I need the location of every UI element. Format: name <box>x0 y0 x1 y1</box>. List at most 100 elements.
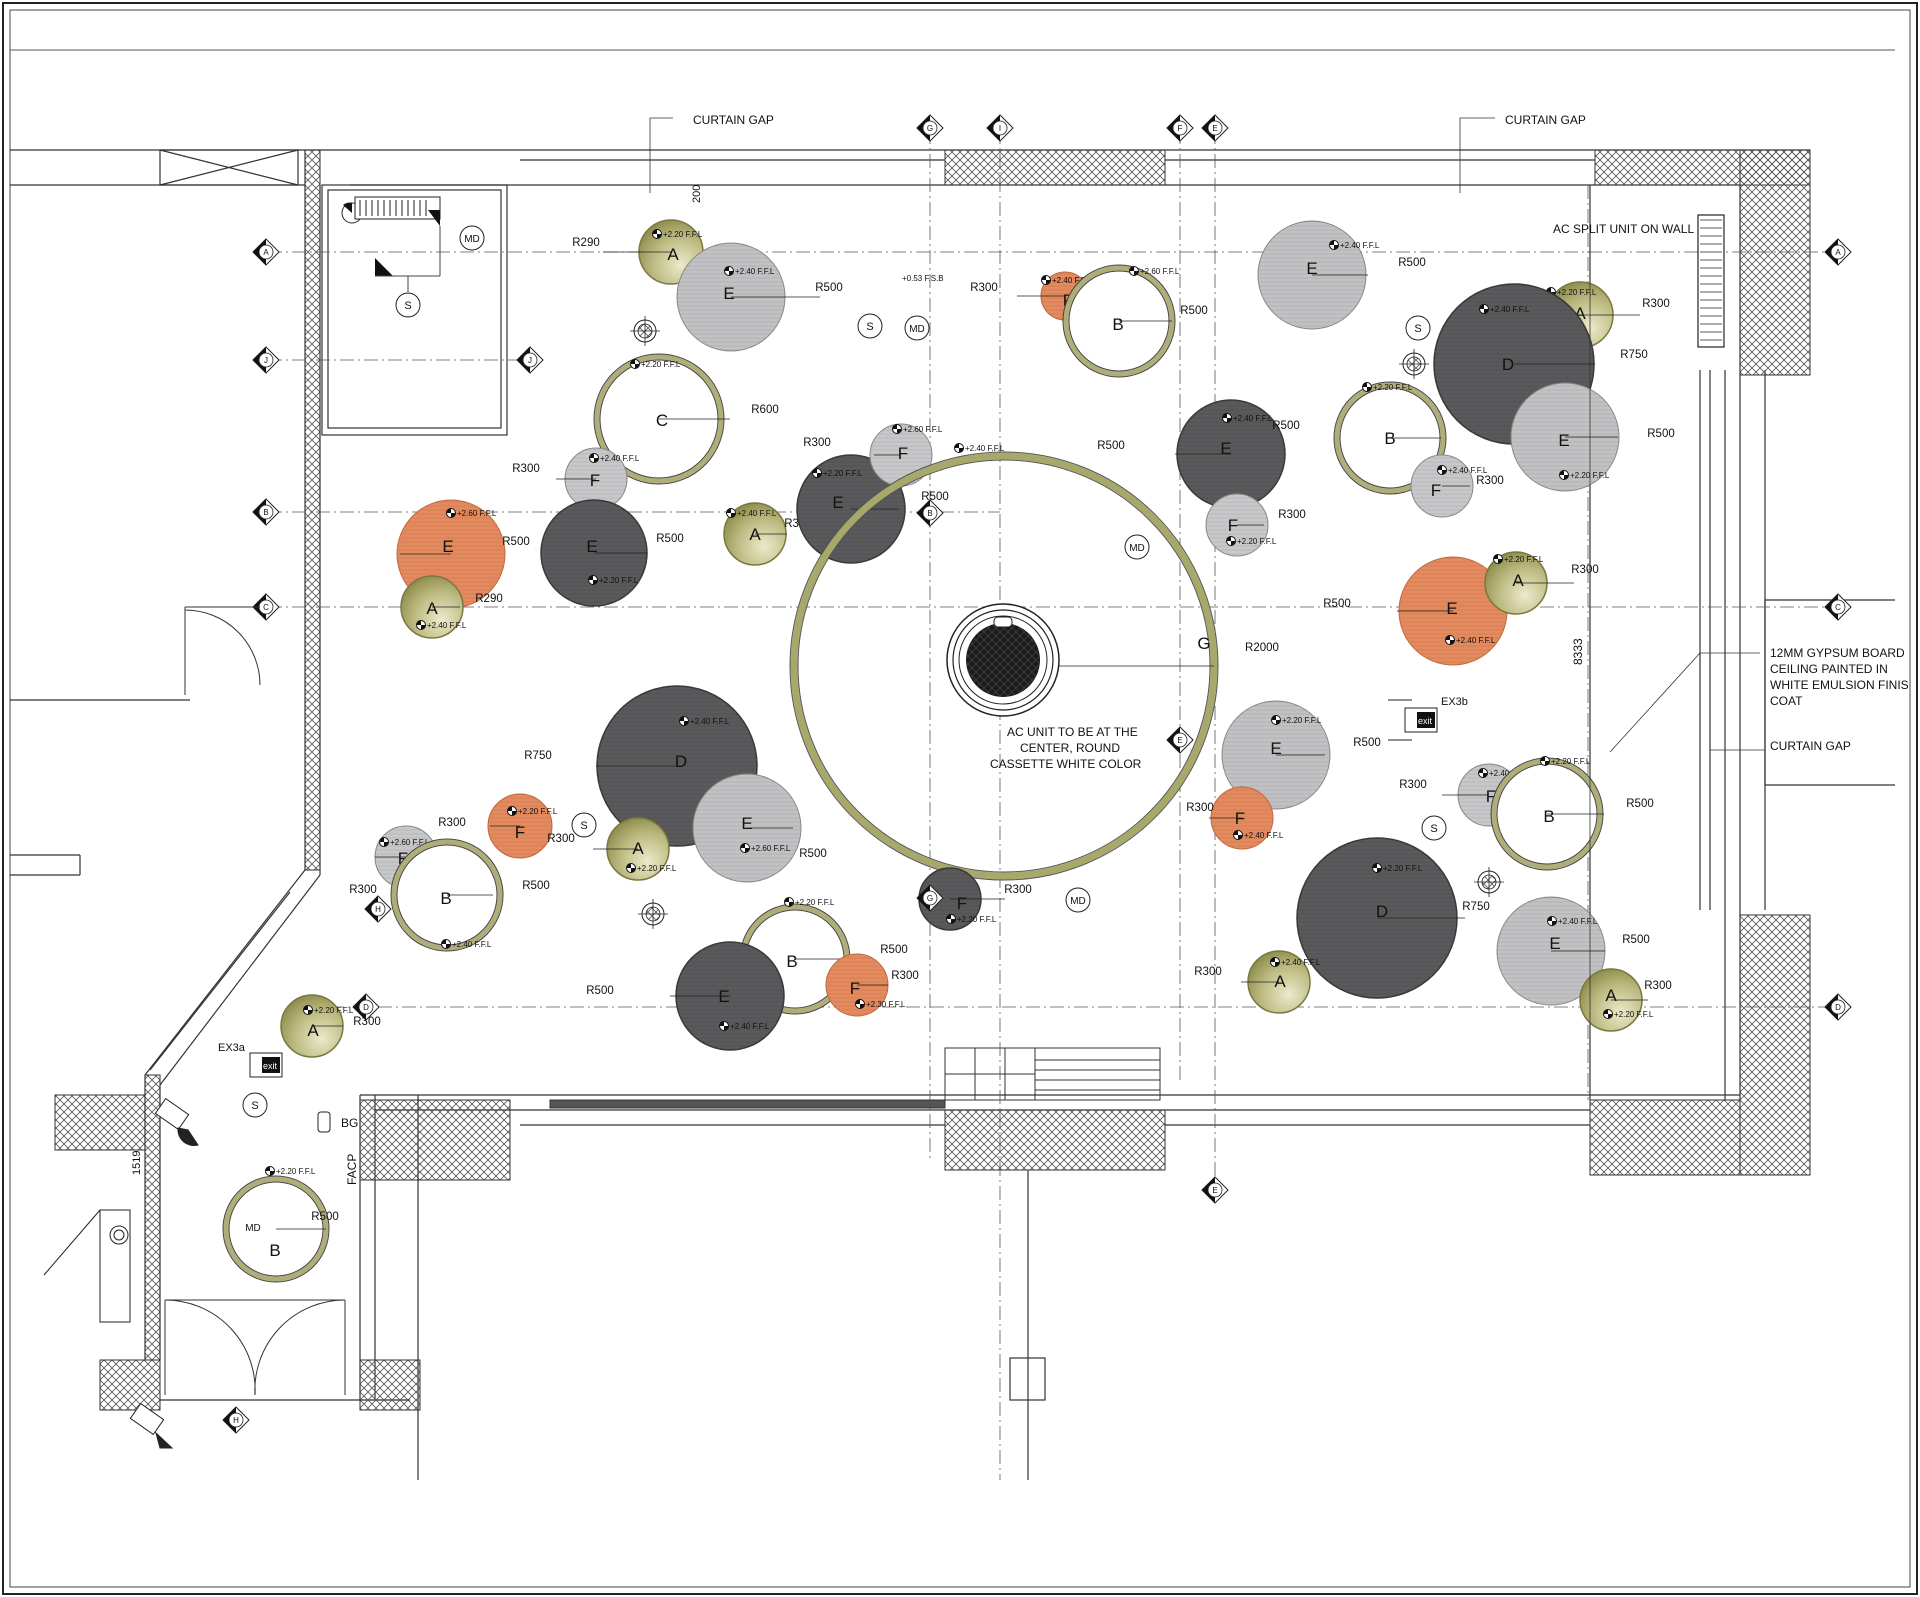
level-marker-fill <box>379 837 389 847</box>
level-marker-fill <box>626 863 636 873</box>
level-marker-fill <box>855 999 865 1009</box>
fixture-letter: B <box>786 952 797 971</box>
level-label: +2.40 F.F.L <box>1490 305 1530 314</box>
bubble-letter: D <box>1835 1003 1841 1012</box>
level-label: +2.40 F.F.L <box>730 1022 770 1031</box>
radius-label: R500 <box>311 1211 339 1223</box>
symbol-text: S <box>580 820 587 832</box>
level-label: +2.40 F.F.L <box>965 444 1005 453</box>
fsb-level: +0.53 F.S.B <box>902 274 944 283</box>
level-marker-fill <box>1540 756 1550 766</box>
level-label: +2.20 F.F.L <box>957 915 997 924</box>
level-marker-fill <box>265 1166 275 1176</box>
level-marker-fill <box>1547 916 1557 926</box>
radius-label: R300 <box>547 833 575 845</box>
fixture-letter: D <box>1502 355 1514 374</box>
fixture-letter: G <box>1197 634 1210 653</box>
curtain-gap-right: CURTAIN GAP <box>1505 113 1586 127</box>
grid-bubble-h: H <box>364 895 392 923</box>
level-marker-fill <box>1445 635 1455 645</box>
fixture-g: G R2000 +2.40 F.F.L <box>789 443 1279 881</box>
symbol-s: S <box>242 1092 268 1118</box>
fixture-letter: E <box>1549 934 1560 953</box>
radius-label: R500 <box>1097 440 1125 452</box>
bubble-letter: E <box>1212 1186 1217 1195</box>
bubble-circle <box>992 120 1008 136</box>
level-marker-fill <box>1222 413 1232 423</box>
symbol-text: S <box>1430 823 1437 835</box>
bubble-circle <box>922 120 938 136</box>
radius-label: R500 <box>1622 934 1650 946</box>
level-label: +2.40 F.F.L <box>452 940 492 949</box>
grid-bubble-j: J <box>516 346 544 374</box>
level-label: +2.60 F.F.L <box>903 425 943 434</box>
bubble-circle <box>1830 999 1846 1015</box>
radius-label: R500 <box>1323 598 1351 610</box>
level-label: +2.40 F.F.L <box>600 454 640 463</box>
symbol-md: MD <box>1065 887 1091 913</box>
grid-bubble-e: E <box>1201 1176 1229 1204</box>
fixture-letter: F <box>898 444 908 463</box>
sprinkler-icon <box>1399 349 1429 379</box>
exit-ex3b-text: exit <box>1418 716 1433 726</box>
riser-panel <box>549 1047 1161 1109</box>
radius-label: R300 <box>1186 802 1214 814</box>
level-label: +2.20 F.F.L <box>795 898 835 907</box>
dimension-8333: 8333 <box>1571 638 1585 665</box>
radius-label: R300 <box>1644 980 1672 992</box>
bubble-circle <box>1830 599 1846 615</box>
radius-label: R2000 <box>1245 642 1279 654</box>
fixture-letter: E <box>586 537 597 556</box>
symbol-s: S <box>857 313 883 339</box>
level-marker-fill <box>740 843 750 853</box>
radius-label: R290 <box>572 237 600 249</box>
symbol-circle <box>857 313 883 339</box>
level-marker-fill <box>812 468 822 478</box>
symbol-s: S <box>1405 315 1431 341</box>
fixture-letter: A <box>426 599 438 618</box>
radius-label: R300 <box>803 437 831 449</box>
level-marker-fill <box>1479 304 1489 314</box>
bubble-circle <box>1172 732 1188 748</box>
level-marker-fill <box>1437 465 1447 475</box>
fixture-letter: D <box>1376 902 1388 921</box>
level-marker-fill <box>588 575 598 585</box>
fixture-letter: F <box>1235 809 1245 828</box>
level-label: +2.40 F.F.L <box>1448 466 1488 475</box>
inner-border <box>9 9 1911 1588</box>
bubble-letter: B <box>927 509 932 518</box>
level-marker-fill <box>1372 863 1382 873</box>
sprinkler-icon <box>638 899 668 929</box>
walls <box>10 149 1895 1480</box>
radius-label: R500 <box>1353 737 1381 749</box>
bubble-letter: H <box>375 905 381 914</box>
symbol-text: S <box>866 321 873 333</box>
fixture-letter: F <box>957 894 967 913</box>
fixture-letter: E <box>442 537 453 556</box>
radius-label: R500 <box>1180 305 1208 317</box>
gypsum-line-4: COAT <box>1770 694 1803 708</box>
fixture-letter: B <box>1384 429 1395 448</box>
radius-label: R500 <box>1626 798 1654 810</box>
fixture-letter: A <box>1274 972 1286 991</box>
fixture-letter: F <box>850 979 860 998</box>
symbol-md: MD <box>1124 534 1150 560</box>
level-label: +2.40 F.F.L <box>1281 958 1321 967</box>
level-label: +2.60 F.F.L <box>751 844 791 853</box>
